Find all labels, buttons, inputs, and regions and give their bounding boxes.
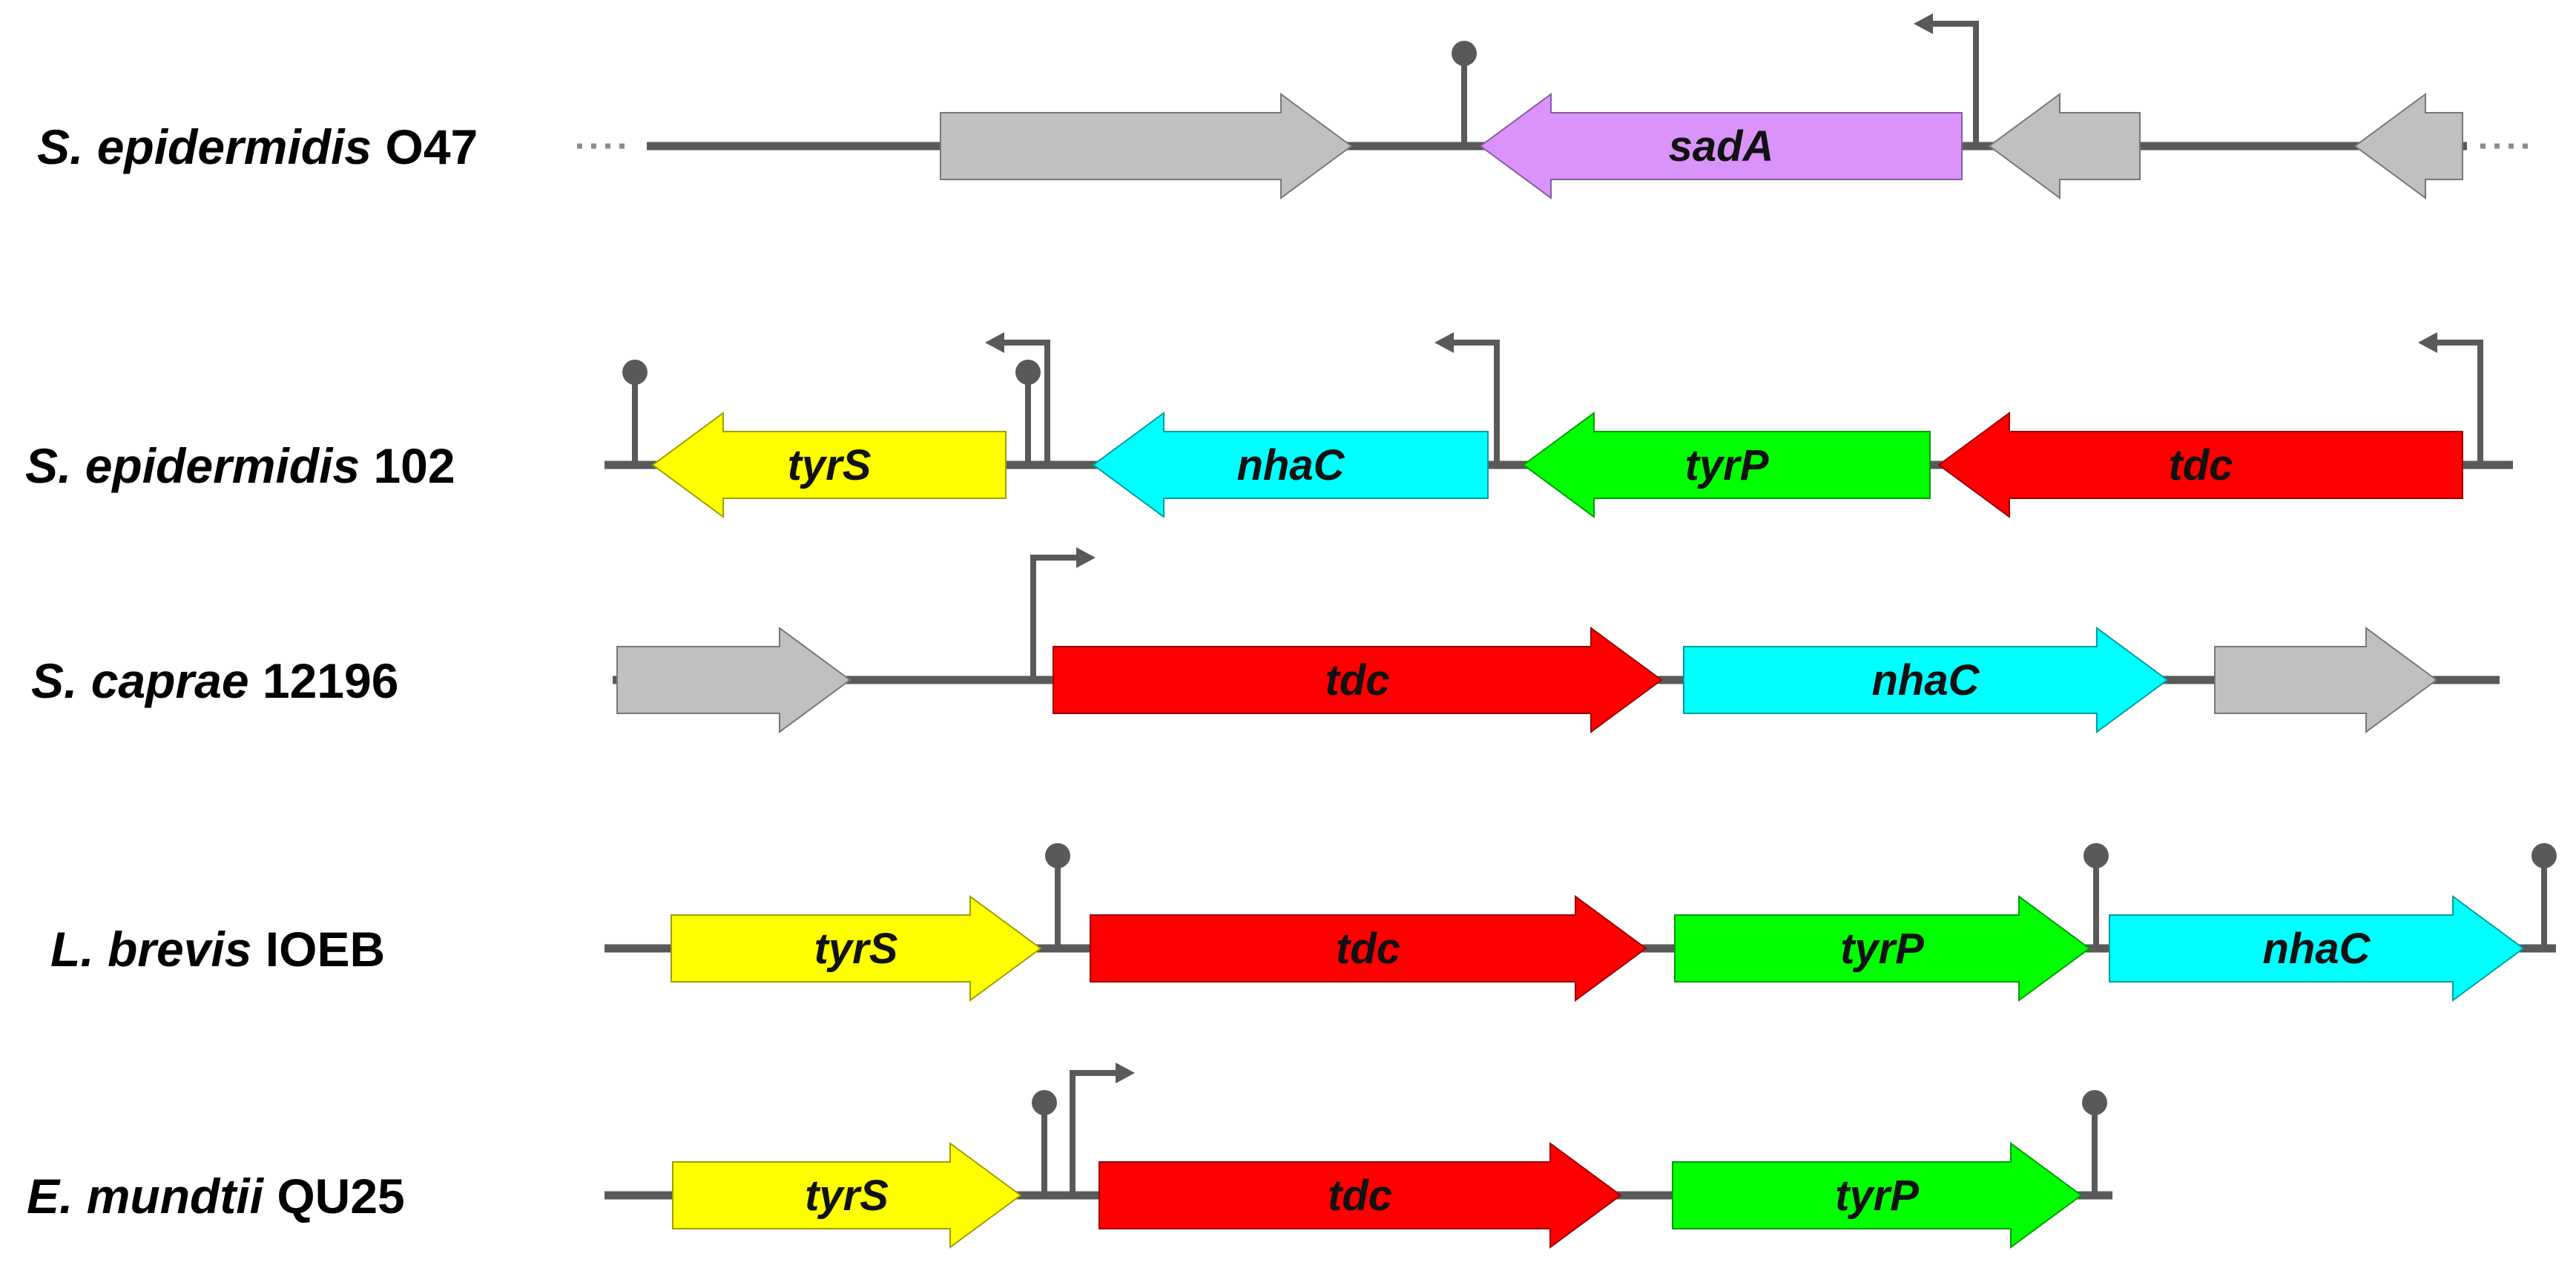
- gene-arrow: [1988, 93, 2141, 199]
- strain-name: 12196: [249, 653, 399, 708]
- promoter-arrow-icon: [2418, 332, 2483, 465]
- terminator-icon: [1015, 360, 1041, 465]
- strain-name: IOEB: [251, 922, 385, 977]
- gene-arrow: [671, 895, 1042, 1002]
- gene-arrow: [1672, 1142, 2083, 1249]
- gene-arrow: [1522, 412, 1931, 518]
- gene-arrow: [2214, 627, 2438, 733]
- gene-label: tdc: [1336, 925, 1400, 973]
- organism-label: S. epidermidis 102: [25, 438, 455, 493]
- gene-label: tdc: [1325, 656, 1390, 704]
- promoter-arrow-icon: [1030, 547, 1096, 680]
- gene-label: tyrP: [1835, 1172, 1919, 1220]
- gene-label: tdc: [1328, 1172, 1392, 1220]
- terminator-icon: [2083, 843, 2109, 948]
- species-name: L. brevis: [50, 922, 251, 977]
- strain-name: QU25: [263, 1169, 405, 1224]
- organism-row: S. caprae 12196 tdc nhaC: [31, 547, 2500, 733]
- organism-row: E. mundtii QU25 tyrS tdc tyrP: [27, 1063, 2112, 1249]
- gene-label: tyrS: [788, 441, 872, 489]
- gene-label: tdc: [2169, 441, 2233, 489]
- species-name: S. epidermidis: [25, 438, 360, 493]
- species-name: S. epidermidis: [37, 119, 372, 174]
- promoter-arrow-icon: [1434, 332, 1500, 465]
- terminator-icon: [2531, 843, 2557, 948]
- gene-label: tyrS: [805, 1172, 889, 1220]
- organism-label: S. epidermidis O47: [37, 119, 478, 174]
- gene-arrow: [1053, 627, 1663, 733]
- gene-label: tyrS: [814, 925, 898, 973]
- gene-label: nhaC: [1237, 441, 1345, 489]
- strain-name: 102: [360, 438, 455, 493]
- terminator-icon: [1452, 41, 1477, 146]
- gene-arrow: [1090, 895, 1647, 1002]
- organism-row: S. epidermidis 102 tyrS nhaC tyrP tdc: [25, 332, 2513, 518]
- promoter-arrow-icon: [1070, 1063, 1135, 1195]
- gene-arrow: [1674, 895, 2091, 1002]
- gene-arrow: [651, 412, 1007, 518]
- gene-arrow: [672, 1142, 1022, 1249]
- terminator-icon: [622, 360, 648, 465]
- promoter-arrow-icon: [1914, 13, 1979, 146]
- organism-row: S. epidermidis O47 sadA: [37, 13, 2535, 199]
- species-name: S. caprae: [31, 653, 249, 708]
- gene-arrow: [940, 93, 1353, 199]
- gene-arrow: [2109, 895, 2525, 1002]
- gene-arrow: [1092, 412, 1489, 518]
- gene-label: tyrP: [1685, 441, 1769, 489]
- gene-arrow: [1479, 93, 1963, 199]
- terminator-icon: [1032, 1090, 1057, 1195]
- organism-label: L. brevis IOEB: [50, 922, 385, 977]
- gene-arrow: [1937, 412, 2463, 518]
- organism-row: L. brevis IOEB tyrS tdc tyrP nhaC: [50, 843, 2557, 1002]
- organism-label: S. caprae 12196: [31, 653, 398, 708]
- organism-label: E. mundtii QU25: [27, 1169, 405, 1224]
- terminator-icon: [2082, 1090, 2107, 1195]
- gene-label: nhaC: [2263, 925, 2371, 973]
- gene-label: sadA: [1669, 122, 1774, 171]
- strain-name: O47: [372, 119, 478, 174]
- gene-arrow: [1683, 627, 2169, 733]
- gene-arrow: [616, 627, 851, 733]
- gene-arrow: [2353, 93, 2463, 199]
- gene-label: nhaC: [1872, 656, 1980, 704]
- promoter-arrow-icon: [985, 332, 1050, 465]
- gene-label: tyrP: [1840, 925, 1924, 973]
- gene-arrow: [1098, 1142, 1622, 1249]
- terminator-icon: [1045, 843, 1070, 948]
- species-name: E. mundtii: [27, 1169, 265, 1224]
